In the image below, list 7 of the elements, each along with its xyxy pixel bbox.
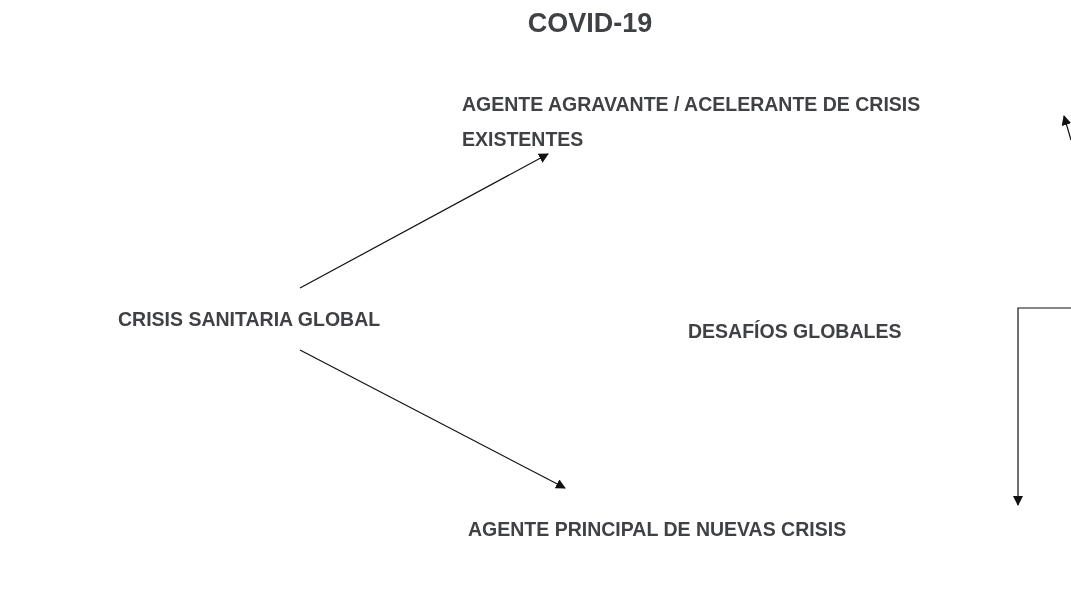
arrow — [299, 153, 549, 289]
node-label: CRISIS SANITARIA GLOBAL — [118, 306, 381, 332]
node-label: AGENTE AGRAVANTE / ACELERANTE DE CRISIS EXISTENTES — [462, 92, 922, 152]
node-label: DESAFÍOS GLOBALES — [688, 318, 902, 344]
arrow — [299, 349, 566, 489]
node-label: AGENTE PRINCIPAL DE NUEVAS CRISIS — [468, 516, 847, 542]
title: COVID-19 — [526, 8, 654, 39]
